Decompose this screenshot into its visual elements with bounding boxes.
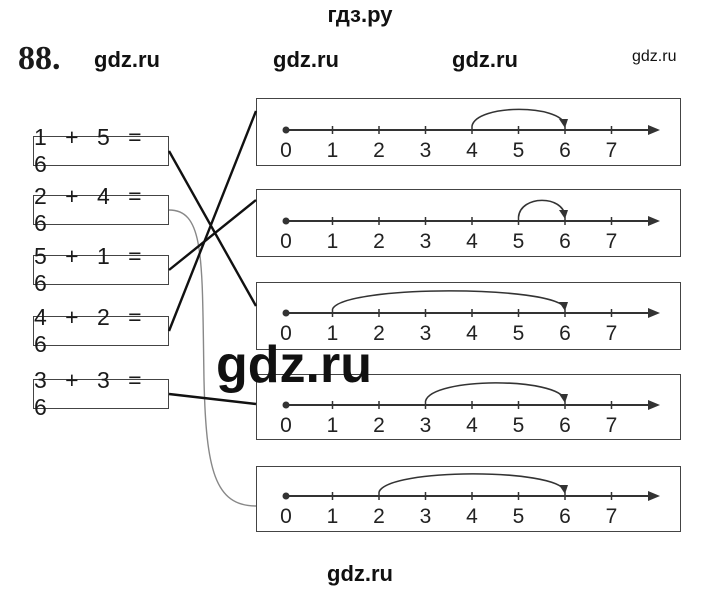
matching-line (167, 150, 258, 307)
matching-line (167, 110, 258, 332)
tick-label: 4 (466, 505, 478, 528)
watermark-bottom: gdz.ru (327, 561, 393, 586)
tick-label: 5 (513, 322, 525, 345)
number-line-box-2 (256, 189, 681, 257)
number-line-box-4 (256, 374, 681, 440)
tick-label: 0 (280, 139, 292, 162)
tick-label: 1 (327, 505, 339, 528)
tick-label: 5 (513, 505, 525, 528)
jump-arc (471, 108, 566, 127)
number-line-box-1 (256, 98, 681, 166)
matching-line (168, 392, 257, 406)
tick-label: 2 (373, 230, 385, 253)
tick-label: 4 (466, 414, 478, 437)
tick-label: 1 (327, 139, 339, 162)
equation-box-4: 4 + 2 = 6 (33, 304, 169, 357)
equation-box-1: 1 + 5 = 6 (33, 124, 169, 177)
jump-arrowhead (559, 394, 568, 403)
equation-text: 3 + 3 = 6 (34, 367, 145, 420)
matching-line (168, 209, 257, 507)
axis-origin-dot (282, 217, 290, 225)
tick-label: 4 (466, 230, 478, 253)
jump-arrowhead (559, 210, 568, 219)
jump-arrowhead (559, 485, 568, 494)
jump-arrowhead (559, 302, 568, 311)
tick-label: 3 (420, 414, 432, 437)
jump-arc (331, 290, 566, 310)
tick-label: 2 (373, 322, 385, 345)
tick-label: 2 (373, 414, 385, 437)
tick-label: 1 (327, 230, 339, 253)
tick-label: 3 (420, 322, 432, 345)
equation-text: 4 + 2 = 6 (34, 304, 145, 357)
jump-arc (378, 473, 566, 493)
tick-label: 6 (559, 322, 571, 345)
tick-label: 7 (606, 322, 618, 345)
tick-label: 0 (280, 414, 292, 437)
tick-label: 6 (559, 505, 571, 528)
tick-label: 2 (373, 139, 385, 162)
equation-text: 5 + 1 = 6 (34, 243, 145, 296)
tick-label: 3 (420, 139, 432, 162)
watermark-4: gdz.ru (632, 48, 677, 65)
tick-label: 4 (466, 322, 478, 345)
watermark-2: gdz.ru (273, 47, 339, 72)
matching-line (168, 199, 257, 271)
number-line-box-5 (256, 466, 681, 532)
tick-label: 2 (373, 505, 385, 528)
equation-text: 1 + 5 = 6 (34, 124, 145, 177)
tick-label: 0 (280, 230, 292, 253)
number-line-box-3 (256, 282, 681, 350)
axis-origin-dot (282, 126, 290, 134)
equation-box-3: 5 + 1 = 6 (33, 243, 169, 296)
watermark-3: gdz.ru (452, 47, 518, 72)
axis-arrowhead (648, 216, 660, 226)
task-number: 88. (18, 40, 61, 77)
tick-label: 0 (280, 505, 292, 528)
equation-box-5: 3 + 3 = 6 (33, 367, 169, 420)
tick-label: 5 (513, 230, 525, 253)
axis-arrowhead (648, 491, 660, 501)
axis-origin-dot (282, 401, 290, 409)
tick-label: 7 (606, 414, 618, 437)
tick-label: 5 (513, 139, 525, 162)
watermark-top: гдз.ру (327, 2, 393, 27)
tick-label: 7 (606, 139, 618, 162)
tick-label: 0 (280, 322, 292, 345)
tick-label: 7 (606, 230, 618, 253)
axis-origin-dot (282, 309, 290, 317)
tick-label: 4 (466, 139, 478, 162)
equation-box-2: 2 + 4 = 6 (33, 183, 169, 236)
tick-label: 3 (420, 230, 432, 253)
axis-arrowhead (648, 308, 660, 318)
jump-arc (424, 382, 566, 402)
tick-label: 6 (559, 139, 571, 162)
axis-arrowhead (648, 125, 660, 135)
jump-arrowhead (559, 119, 568, 128)
equation-text: 2 + 4 = 6 (34, 183, 145, 236)
watermark-big: gdz.ru (216, 336, 372, 394)
tick-label: 1 (327, 322, 339, 345)
tick-label: 6 (559, 230, 571, 253)
tick-label: 3 (420, 505, 432, 528)
axis-origin-dot (282, 492, 290, 500)
tick-label: 5 (513, 414, 525, 437)
watermark-1: gdz.ru (94, 47, 160, 72)
tick-label: 1 (327, 414, 339, 437)
tick-label: 7 (606, 505, 618, 528)
tick-label: 6 (559, 414, 571, 437)
axis-arrowhead (648, 400, 660, 410)
